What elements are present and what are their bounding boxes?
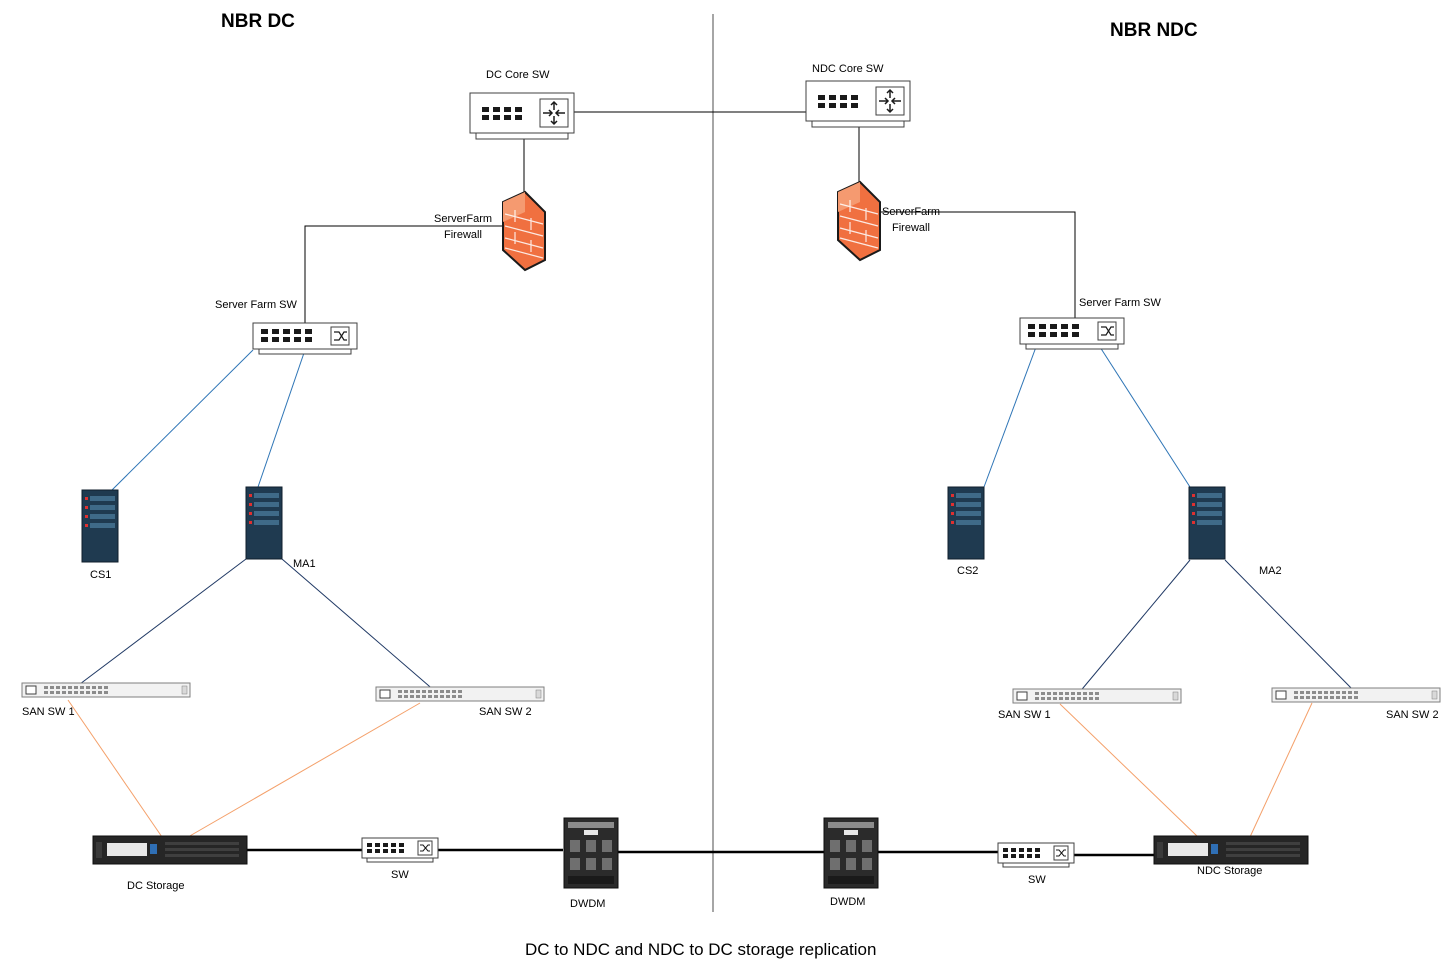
label-ndc-san-sw2: SAN SW 2 <box>1386 709 1439 721</box>
label-ndc-serverfarm-sw: Server Farm SW <box>1079 297 1161 309</box>
label-dc-dwdm: DWDM <box>570 898 606 910</box>
label-ndc-core-sw: NDC Core SW <box>812 63 884 75</box>
label-dc-fw-line1: ServerFarm <box>434 213 493 225</box>
label-ndc-dwdm: DWDM <box>830 896 866 908</box>
label-dc-san-sw2: SAN SW 2 <box>479 706 532 718</box>
label-dc-core-sw: DC Core SW <box>486 69 550 81</box>
label-cs1: CS1 <box>90 569 112 581</box>
label-ndc-storage: NDC Storage <box>1197 865 1263 877</box>
link-ma2-sansw2 <box>1224 559 1358 695</box>
link-ma2-sansw1 <box>1077 559 1191 695</box>
link-ndc-sfsw-cs2 <box>983 346 1037 488</box>
ndc-dwdm-icon <box>823 817 879 889</box>
label-ma1: MA1 <box>293 558 316 570</box>
diagram-caption: DC to NDC and NDC to DC storage replicat… <box>525 940 877 959</box>
label-dc-san-sw1: SAN SW 1 <box>22 706 75 718</box>
site-title-ndc: NBR NDC <box>1110 20 1198 41</box>
label-ma2: MA2 <box>1259 565 1282 577</box>
ma1-server-icon <box>245 486 283 560</box>
label-ndc-sw: SW <box>1028 874 1046 886</box>
link-dc-sansw2-storage <box>187 702 421 838</box>
dc-sw-icon <box>361 837 439 863</box>
link-ma1-sansw1 <box>71 558 247 691</box>
link-dc-sfsw-cs1 <box>111 349 254 491</box>
dc-storage-icon <box>92 835 248 865</box>
ndc-san-switch-2-icon <box>1271 687 1441 703</box>
dc-firewall-icon <box>502 191 546 271</box>
dc-core-switch-icon <box>469 92 575 140</box>
label-ndc-fw-line1: ServerFarm <box>882 206 941 218</box>
link-dc-sfsw-ma1 <box>257 349 306 488</box>
cs1-server-icon <box>81 489 119 563</box>
dc-san-switch-2-icon <box>375 686 545 702</box>
label-ndc-fw-line2: Firewall <box>892 222 930 234</box>
label-ndc-san-sw1: SAN SW 1 <box>998 709 1051 721</box>
dc-dwdm-icon <box>563 817 619 889</box>
link-dc-fw-sfsw <box>304 225 504 324</box>
label-cs2: CS2 <box>957 565 979 577</box>
ndc-san-switch-1-icon <box>1012 688 1182 704</box>
site-title-dc: NBR DC <box>221 11 295 32</box>
link-ndc-sansw2-storage <box>1249 702 1313 838</box>
link-ndc-sansw1-storage <box>1059 703 1199 838</box>
label-dc-fw-line2: Firewall <box>444 229 482 241</box>
ndc-firewall-icon <box>837 181 881 261</box>
dc-serverfarm-switch-icon <box>252 322 358 355</box>
label-dc-serverfarm-sw: Server Farm SW <box>215 299 297 311</box>
ndc-core-switch-icon <box>805 80 911 128</box>
link-ma1-sansw2 <box>281 558 437 693</box>
link-dc-sansw1-storage <box>67 699 163 838</box>
label-dc-storage: DC Storage <box>127 880 185 892</box>
ndc-storage-icon <box>1153 835 1309 865</box>
link-ndc-sfsw-ma2 <box>1099 346 1191 488</box>
link-ndc-fw-sfsw <box>880 211 1076 318</box>
cs2-server-icon <box>947 486 985 560</box>
ndc-sw-icon <box>997 842 1075 868</box>
dc-san-switch-1-icon <box>21 682 191 698</box>
ndc-serverfarm-switch-icon <box>1019 317 1125 350</box>
label-dc-sw: SW <box>391 869 409 881</box>
ma2-server-icon <box>1188 486 1226 560</box>
